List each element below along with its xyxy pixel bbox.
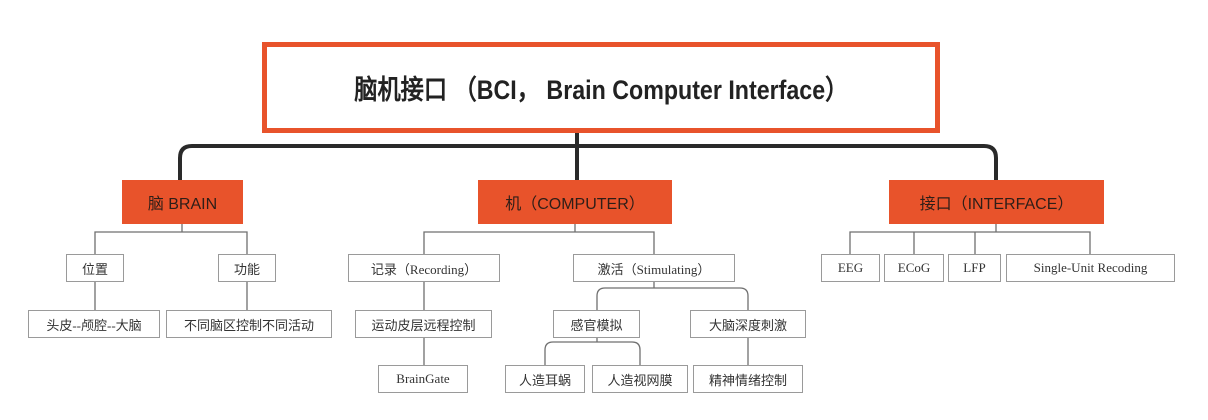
main-connectors — [178, 131, 998, 182]
branch-brain: 脑 BRAIN — [122, 180, 243, 224]
branch-interface: 接口（INTERFACE） — [889, 180, 1104, 224]
node-brain-regions: 不同脑区控制不同活动 — [166, 310, 332, 338]
node-stimulating: 激活（Stimulating） — [573, 254, 735, 282]
node-motor-cortex-control: 运动皮层远程控制 — [355, 310, 492, 338]
node-eeg: EEG — [821, 254, 880, 282]
root-node: 脑机接口 （BCI， Brain Computer Interface） — [262, 42, 940, 133]
node-lfp: LFP — [948, 254, 1001, 282]
branch-computer: 机（COMPUTER） — [478, 180, 672, 224]
computer-connector — [423, 224, 655, 254]
stimulating-connector — [596, 282, 749, 310]
node-position: 位置 — [66, 254, 124, 282]
sub-connectors — [94, 224, 1091, 365]
node-ecog: ECoG — [884, 254, 944, 282]
node-single-unit-recoding: Single-Unit Recoding — [1006, 254, 1175, 282]
node-braingate: BrainGate — [378, 365, 468, 393]
node-scalp-skull-brain: 头皮--颅腔--大脑 — [28, 310, 160, 338]
brain-connector — [94, 224, 248, 310]
node-deep-brain-stimulation: 大脑深度刺激 — [690, 310, 806, 338]
node-cochlear-implant: 人造耳蜗 — [505, 365, 585, 393]
node-function: 功能 — [218, 254, 276, 282]
interface-connector — [849, 224, 1091, 254]
root-title: 脑机接口 （BCI， Brain Computer Interface） — [353, 75, 849, 105]
node-sensory-simulation: 感官模拟 — [553, 310, 640, 338]
node-artificial-retina: 人造视网膜 — [592, 365, 688, 393]
root-to-branches-bar — [178, 144, 998, 182]
sensory-connector — [544, 338, 641, 365]
node-recording: 记录（Recording） — [348, 254, 500, 282]
node-emotion-control: 精神情绪控制 — [693, 365, 803, 393]
